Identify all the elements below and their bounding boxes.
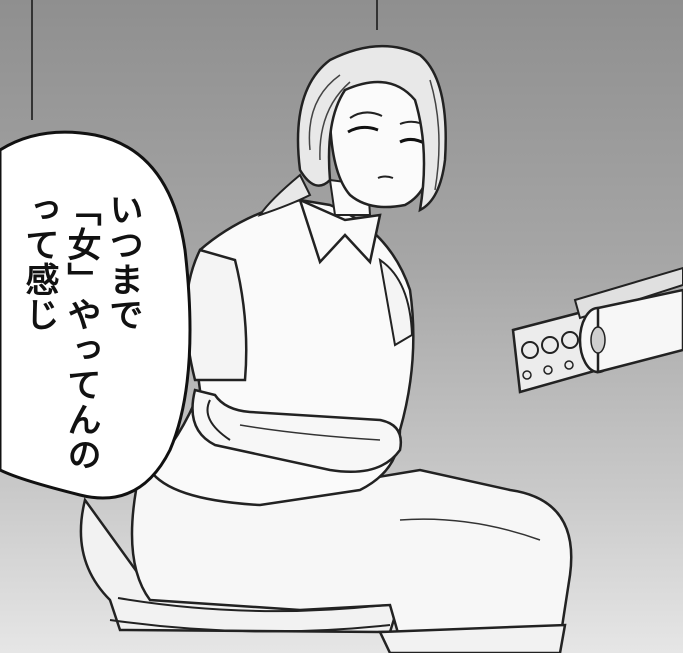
crossed-arms: [191, 388, 403, 474]
hair: [296, 44, 447, 213]
right-sleeve: [378, 257, 414, 347]
seated-woman: [130, 44, 573, 653]
speech-bubble-text: いつまで 「女」やってんの って感じ: [14, 192, 144, 472]
collar: [297, 197, 382, 265]
speech-line-1: いつまで: [103, 192, 143, 332]
mouth: [377, 175, 394, 179]
left-sleeve: [184, 248, 248, 382]
ponytail: [257, 173, 312, 217]
knees: [378, 623, 567, 653]
toilet-paper-holder: [511, 266, 683, 394]
speech-bubble: [0, 130, 192, 500]
speech-line-2: 「女」やってんの: [61, 192, 101, 472]
left-eye: [347, 125, 379, 134]
speech-line-3: って感じ: [19, 192, 59, 332]
